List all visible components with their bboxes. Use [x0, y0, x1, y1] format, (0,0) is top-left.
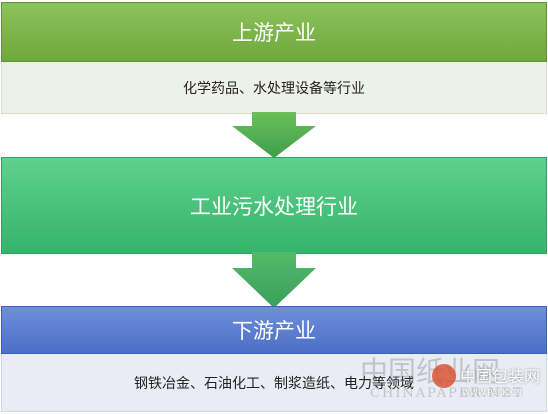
watermark-en: CHINAPAPER.NET	[370, 386, 524, 401]
logo-url: WWW.PACK.CN	[462, 388, 522, 397]
downstream-title: 下游产业	[232, 319, 316, 343]
upstream-detail-box: 化学药品、水处理设备等行业	[1, 62, 547, 114]
logo-badge-icon	[432, 364, 456, 388]
watermark: 中国纸业网 CHINAPAPER.NET	[360, 352, 548, 412]
upstream-title: 上游产业	[232, 21, 316, 45]
upstream-title-box: 上游产业	[1, 2, 547, 62]
watermark-cn: 中国纸业网	[360, 355, 501, 388]
downstream-detail: 钢铁冶金、石油化工、制浆造纸、电力等领域	[134, 375, 414, 392]
middle-industry-box: 工业污水处理行业	[1, 157, 547, 254]
down-arrow-icon	[232, 112, 316, 158]
logo-cn: 中国包装网	[460, 367, 541, 386]
downstream-title-box: 下游产业	[1, 306, 547, 354]
logo: 中国包装网 WWW.PACK.CN	[432, 362, 544, 408]
down-arrow-icon	[232, 252, 316, 308]
middle-title: 工业污水处理行业	[190, 194, 358, 219]
upstream-detail: 化学药品、水处理设备等行业	[183, 80, 365, 97]
downstream-detail-box: 钢铁冶金、石油化工、制浆造纸、电力等领域	[1, 354, 547, 412]
